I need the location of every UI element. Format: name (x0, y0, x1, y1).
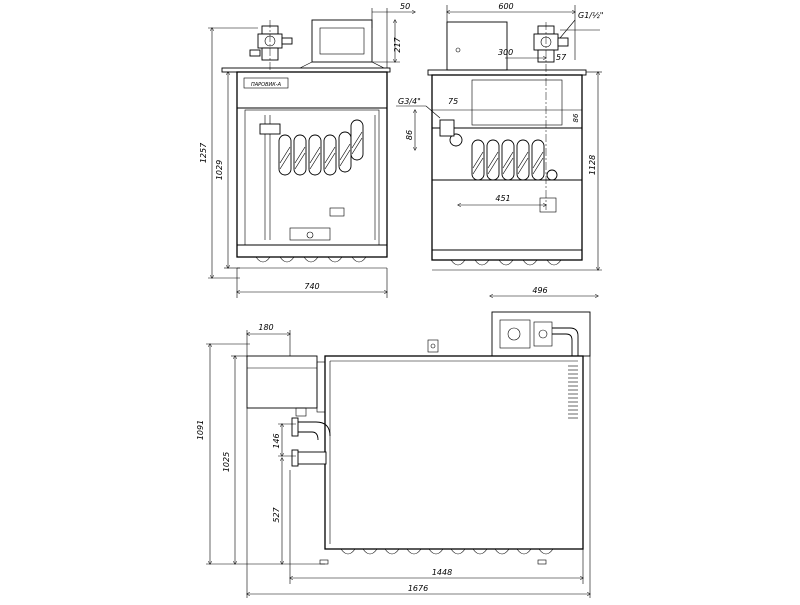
top-body (324, 355, 584, 550)
dim-451: 451 (495, 194, 510, 203)
dim-1025: 1025 (222, 452, 231, 472)
front-view: ПАРОВИК-А 1257 (199, 2, 415, 298)
top-view: 180 (196, 311, 591, 598)
dim-1448: 1448 (432, 568, 452, 577)
dim-180: 180 (258, 323, 273, 332)
dim-600: 600 (498, 2, 513, 11)
thread-side: G3/4" (398, 97, 421, 106)
dim-57: 57 (556, 53, 567, 62)
dim-740: 740 (304, 282, 319, 291)
top-panel-box (246, 355, 318, 409)
side-upper-housing (446, 21, 508, 71)
dim-75: 75 (448, 97, 458, 106)
dim-217: 217 (393, 36, 402, 52)
front-body (236, 71, 388, 258)
dim-1676: 1676 (408, 584, 428, 593)
side-view: 600 G1/½" 300 57 G3/4" 75 (396, 2, 603, 296)
dim-300: 300 (498, 48, 513, 57)
top-feet (340, 548, 554, 555)
nameplate-label: ПАРОВИК-А (251, 82, 282, 88)
side-valve (533, 22, 569, 210)
dim-496: 496 (532, 286, 547, 295)
dim-146: 146 (272, 433, 281, 448)
control-panel-screen (319, 27, 365, 55)
dim-50: 50 (400, 2, 410, 11)
side-feet (450, 259, 562, 266)
dim-1257: 1257 (199, 142, 208, 163)
valve-assembly (249, 20, 293, 70)
dim-86: 86 (405, 130, 414, 140)
dim-527: 527 (272, 506, 281, 522)
front-feet (255, 256, 367, 263)
dim-1029: 1029 (215, 160, 224, 180)
dim-1128: 1128 (588, 155, 597, 175)
control-panel (311, 19, 373, 63)
front-heaters (278, 119, 364, 176)
top-vent-slots (568, 365, 578, 419)
thread-top: G1/½" (578, 11, 603, 20)
side-body (431, 74, 583, 261)
side-heaters (471, 139, 545, 181)
nameplate (243, 77, 289, 89)
dim-1091: 1091 (196, 420, 205, 440)
dim-86-small: 86 (572, 113, 580, 122)
top-valve-box (491, 311, 591, 357)
